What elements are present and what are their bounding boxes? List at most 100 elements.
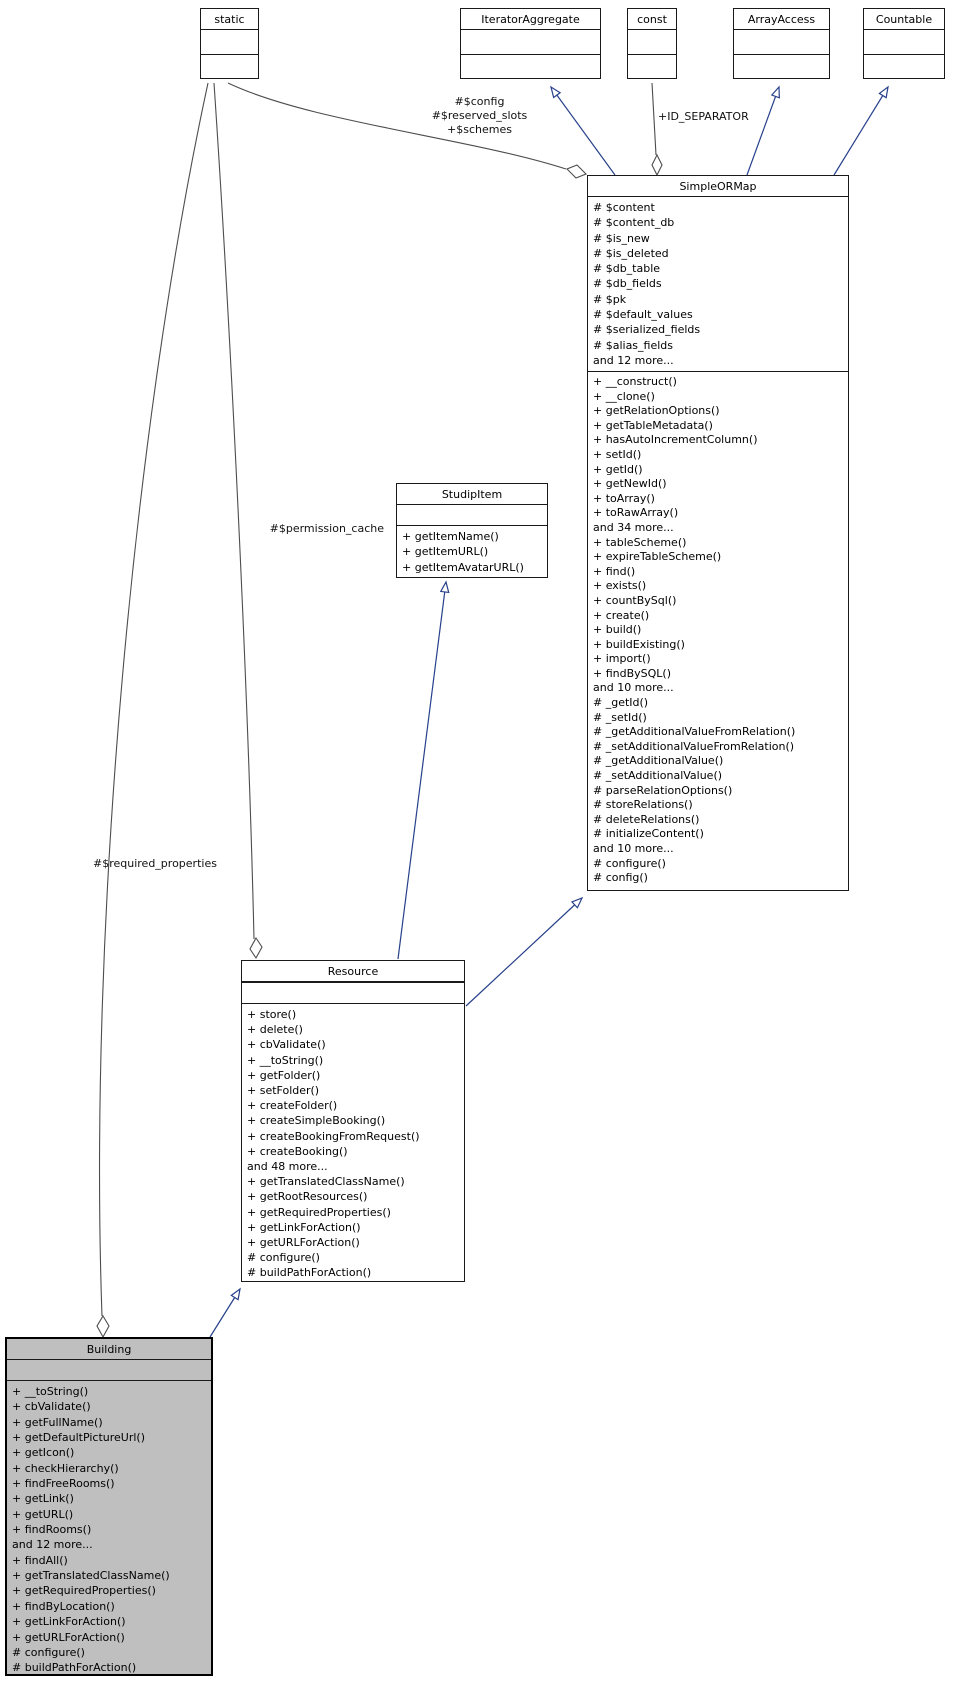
- member-line: + getTranslatedClassName(): [247, 1175, 405, 1189]
- class-box-static[interactable]: static: [200, 8, 259, 79]
- class-attributes-compartment: [397, 505, 547, 525]
- member-line: and 10 more...: [593, 842, 674, 855]
- member-line: + getFullName(): [12, 1415, 103, 1429]
- member-line: + getTranslatedClassName(): [12, 1569, 170, 1583]
- edge-resource-studipitem: [397, 580, 450, 960]
- member-line: + tableScheme(): [593, 535, 687, 549]
- aggregation-diamond-resource-top: [249, 936, 263, 960]
- member-line: + getURLForAction(): [12, 1630, 125, 1644]
- member-line: and 12 more...: [593, 353, 674, 367]
- class-box-arrayaccess[interactable]: ArrayAccess: [733, 8, 830, 79]
- member-line: + getLinkForAction(): [12, 1615, 126, 1629]
- member-line: # $serialized_fields: [593, 323, 701, 337]
- class-attributes-compartment: [7, 1360, 211, 1380]
- class-title: Resource: [242, 961, 464, 983]
- edge-simpleormap-iteratoraggregate: [550, 85, 616, 176]
- member-line: + getRootResources(): [247, 1190, 368, 1204]
- member-line: + getRequiredProperties(): [12, 1584, 156, 1598]
- member-line: + getItemURL(): [402, 545, 489, 559]
- member-line: + getTableMetadata(): [593, 418, 713, 432]
- member-line: + getItemName(): [402, 530, 499, 543]
- class-methods-compartment: [628, 54, 676, 78]
- edge-label-static-members: #$config#$reserved_slots+$schemes: [406, 95, 553, 137]
- member-line: + getLinkForAction(): [247, 1220, 361, 1234]
- member-line: #$reserved_slots: [431, 109, 528, 122]
- member-line: + cbValidate(): [12, 1400, 91, 1414]
- member-line: + find(): [593, 564, 636, 578]
- class-box-countable[interactable]: Countable: [863, 8, 945, 79]
- member-line: + getURLForAction(): [247, 1236, 360, 1250]
- class-attributes-compartment: [461, 30, 600, 54]
- class-methods-compartment: + getItemName()+ getItemURL()+ getItemAv…: [397, 525, 547, 577]
- member-line: + delete(): [247, 1023, 303, 1037]
- member-line: + getDefaultPictureUrl(): [12, 1431, 146, 1445]
- member-line: # _getAdditionalValueFromRelation(): [593, 725, 796, 739]
- member-line: + getIcon(): [12, 1446, 75, 1460]
- edge-simpleormap-countable: [833, 85, 889, 176]
- member-line: # $is_new: [593, 231, 650, 245]
- member-line: + getRelationOptions(): [593, 404, 720, 418]
- class-box-resource[interactable]: Resource + store()+ delete()+ cbValidate…: [241, 960, 465, 1282]
- member-line: + findByLocation(): [12, 1599, 115, 1613]
- member-line: + setFolder(): [247, 1084, 320, 1098]
- member-line: # configure(): [12, 1645, 85, 1659]
- member-line: # $default_values: [593, 308, 693, 322]
- member-line: # deleteRelations(): [593, 812, 700, 826]
- member-line: and 34 more...: [593, 520, 674, 534]
- class-title: static: [201, 9, 258, 30]
- member-line: + toArray(): [593, 491, 655, 505]
- edge-static-simpleormap: [227, 82, 567, 170]
- member-line: # $alias_fields: [593, 338, 674, 352]
- class-title: ArrayAccess: [734, 9, 829, 30]
- class-methods-compartment: [201, 54, 258, 78]
- member-line: # _setId(): [593, 710, 647, 724]
- member-line: # buildPathForAction(): [247, 1266, 372, 1280]
- member-line: + findBySQL(): [593, 666, 672, 680]
- class-box-simpleormap[interactable]: SimpleORMap # $content# $content_db# $is…: [587, 175, 849, 891]
- member-line: # initializeContent(): [593, 827, 704, 841]
- member-line: + findFreeRooms(): [12, 1477, 115, 1491]
- member-line: # _setAdditionalValue(): [593, 769, 723, 783]
- class-title: IteratorAggregate: [461, 9, 600, 30]
- member-line: # $pk: [593, 292, 627, 306]
- class-methods-compartment: + store()+ delete()+ cbValidate()+ __toS…: [242, 1003, 464, 1281]
- class-methods-compartment: [864, 54, 944, 78]
- class-box-iteratoraggregate[interactable]: IteratorAggregate: [460, 8, 601, 79]
- member-line: + getId(): [593, 462, 643, 476]
- member-line: # config(): [593, 871, 648, 885]
- member-line: + findAll(): [12, 1553, 68, 1567]
- member-line: # $content: [593, 201, 655, 214]
- member-line: + countBySql(): [593, 593, 677, 607]
- member-line: + buildExisting(): [593, 637, 685, 651]
- member-line: + toRawArray(): [593, 506, 679, 520]
- member-line: + createBookingFromRequest(): [247, 1129, 420, 1143]
- edge-label-id-separator: +ID_SEPARATOR: [658, 110, 749, 123]
- class-box-const[interactable]: const: [627, 8, 677, 79]
- class-title: StudipItem: [397, 484, 547, 505]
- class-box-building[interactable]: Building + __toString()+ cbValidate()+ g…: [5, 1337, 213, 1676]
- member-line: + checkHierarchy(): [12, 1461, 119, 1475]
- class-methods-compartment: [734, 54, 829, 78]
- member-line: # configure(): [247, 1251, 320, 1265]
- member-line: and 10 more...: [593, 681, 674, 695]
- member-line: # buildPathForAction(): [12, 1661, 137, 1674]
- member-line: # _getAdditionalValue(): [593, 754, 724, 768]
- class-box-studipitem[interactable]: StudipItem + getItemName() + getItemURL()…: [396, 483, 548, 578]
- edge-resource-simpleormap: [465, 896, 584, 1007]
- class-attributes-compartment: [734, 30, 829, 54]
- class-methods-compartment: [461, 54, 600, 78]
- edge-static-resource: [213, 82, 255, 940]
- member-line: +$schemes: [447, 123, 512, 136]
- aggregation-diamond-simpleormap-left: [566, 164, 587, 179]
- class-attributes-compartment: # $content# $content_db# $is_new# $is_de…: [588, 197, 848, 371]
- member-line: + cbValidate(): [247, 1038, 326, 1052]
- member-line: + build(): [593, 623, 642, 637]
- edge-building-resource: [209, 1287, 241, 1338]
- aggregation-diamond-building-top: [96, 1314, 110, 1339]
- class-attributes-compartment: [864, 30, 944, 54]
- member-line: # _setAdditionalValueFromRelation(): [593, 739, 795, 753]
- member-line: + getNewId(): [593, 477, 667, 491]
- member-line: # $db_table: [593, 262, 661, 276]
- member-line: + getLink(): [12, 1492, 74, 1506]
